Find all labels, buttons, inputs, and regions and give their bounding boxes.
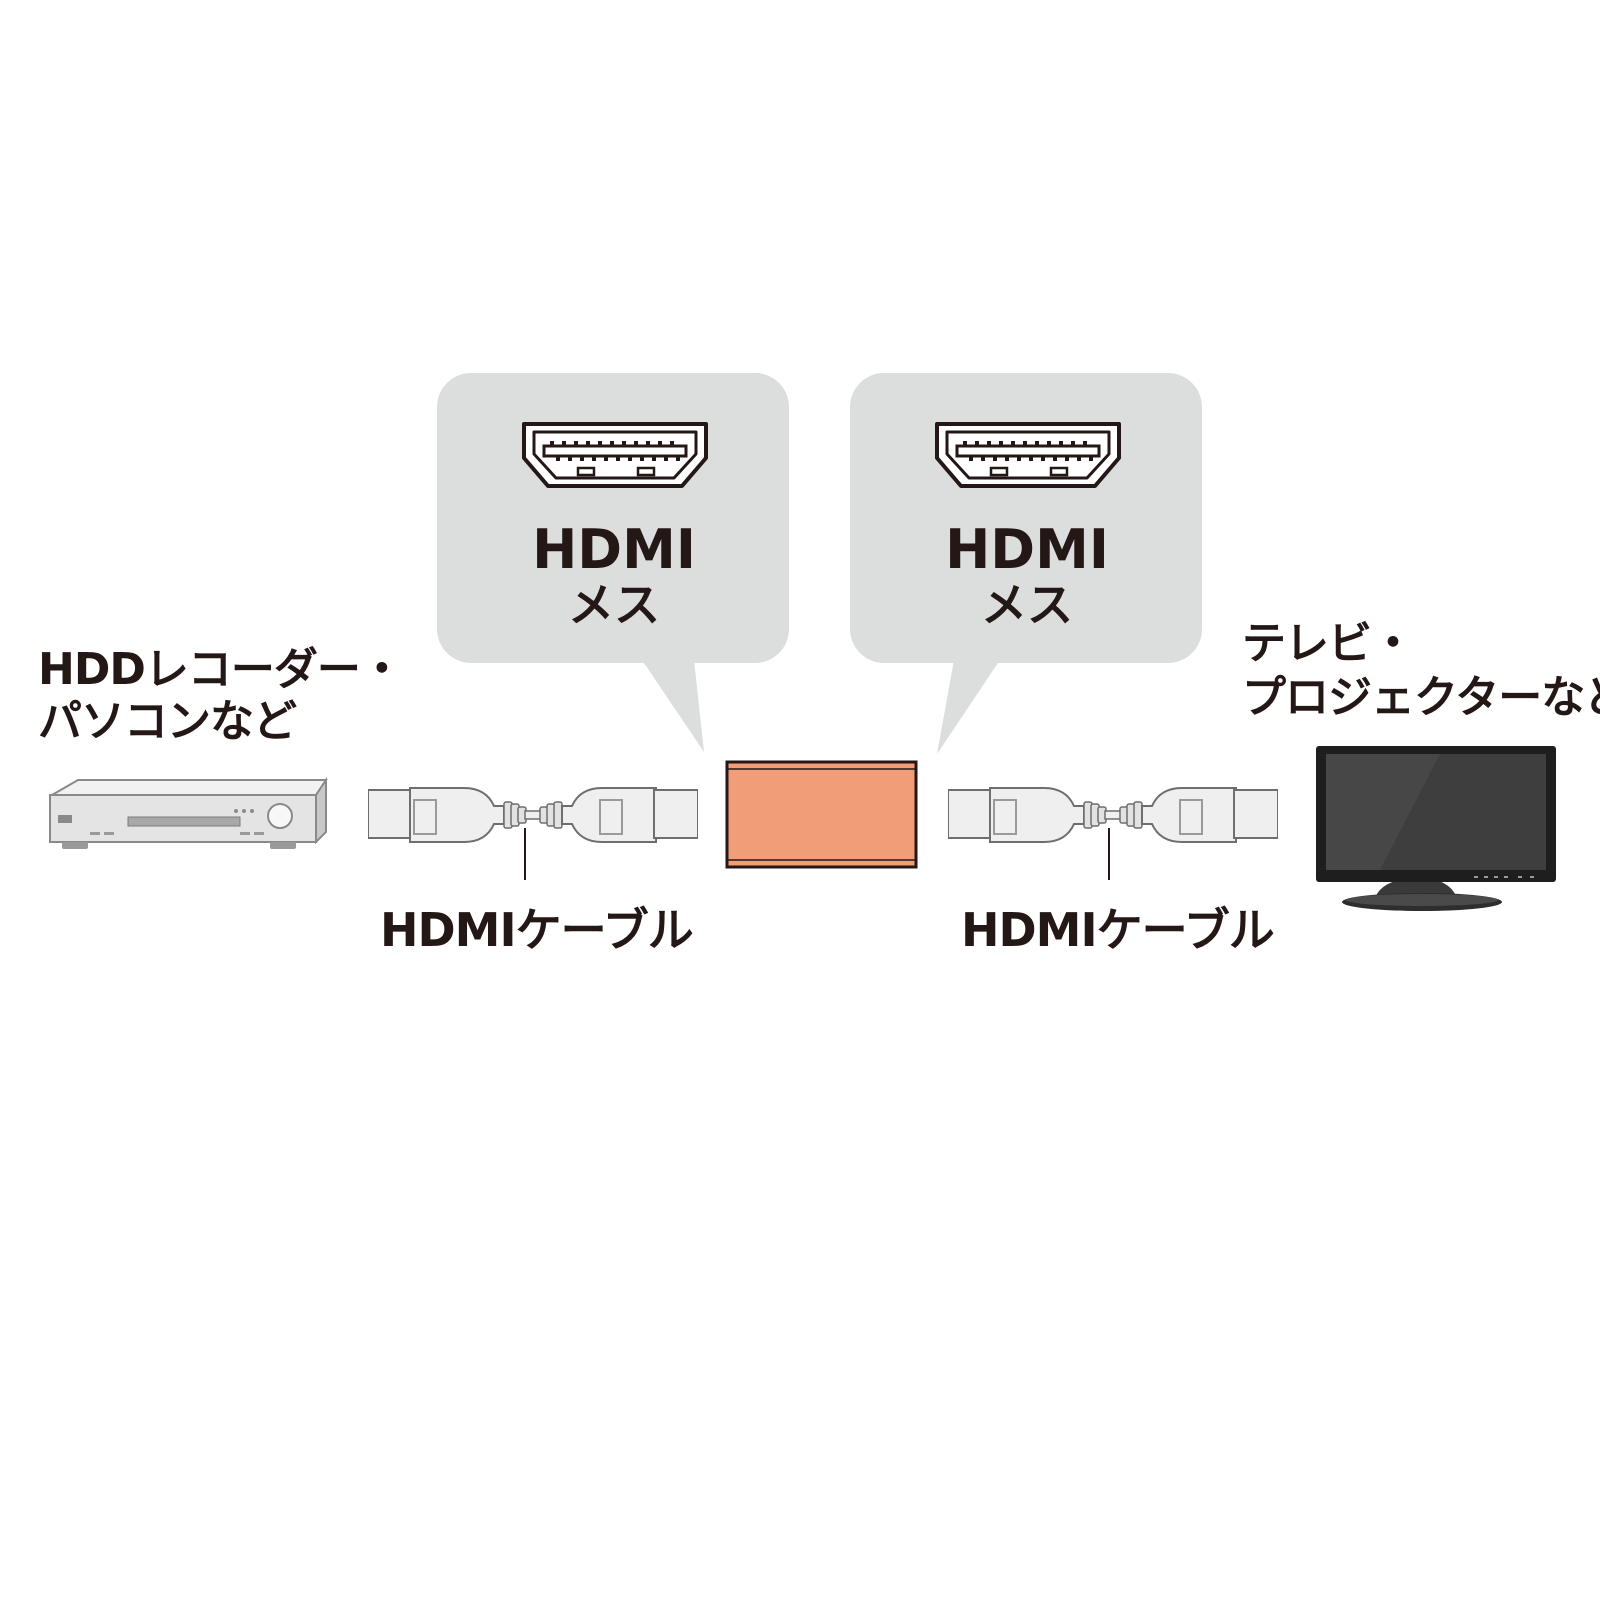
monitor-icon xyxy=(1316,746,1556,911)
bubble-subtitle-right: メス xyxy=(981,578,1073,632)
display-device-label-line1: テレビ・ xyxy=(1242,618,1415,669)
hdmi-adapter-icon xyxy=(725,760,918,869)
cable-label-left: HDMIケーブル xyxy=(380,903,694,957)
source-device-label-line2: パソコンなど xyxy=(38,696,297,747)
bubble-title-left: HDMI xyxy=(532,518,696,581)
hdmi-port-icon xyxy=(935,422,1121,488)
bubble-subtitle-left: メス xyxy=(568,578,660,632)
display-device-label-line2: プロジェクターなど xyxy=(1242,672,1600,723)
bubble-title-right: HDMI xyxy=(945,518,1109,581)
cable-label-right: HDMIケーブル xyxy=(961,903,1275,957)
av-recorder-icon xyxy=(48,776,328,849)
hdmi-cable-icon xyxy=(948,787,1278,843)
hdmi-port-icon xyxy=(522,422,708,488)
hdmi-cable-icon xyxy=(368,787,698,843)
source-device-label-line1: HDDレコーダー・ xyxy=(38,644,404,695)
